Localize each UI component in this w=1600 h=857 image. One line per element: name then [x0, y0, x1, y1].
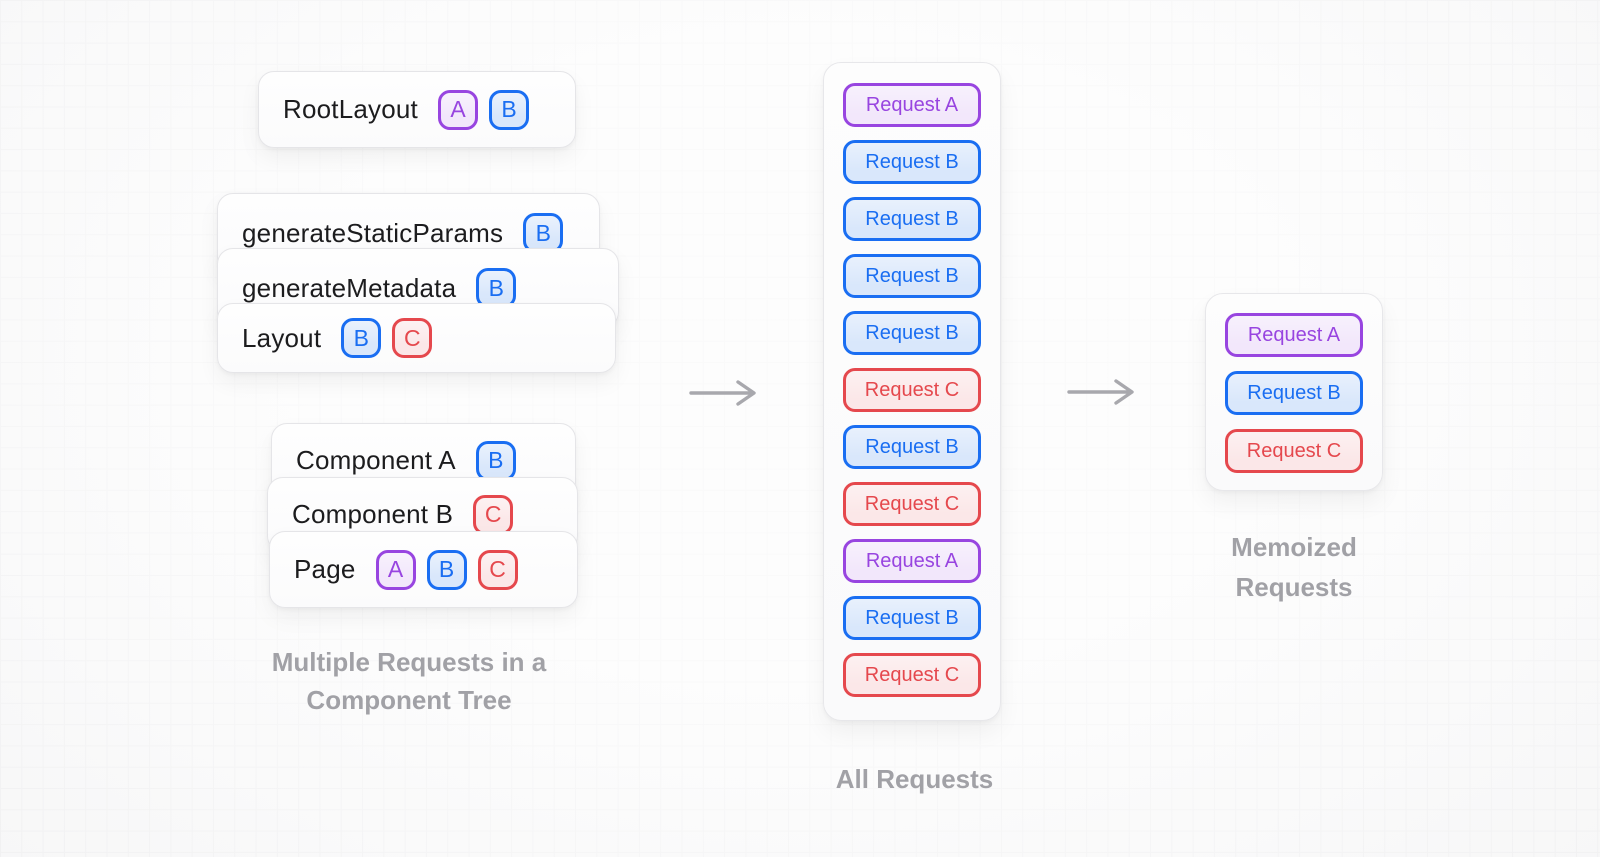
request-pill: Request A: [1225, 313, 1363, 357]
card-label: Component B: [292, 499, 454, 529]
badge-b: B: [488, 89, 529, 130]
badge-c: C: [473, 494, 514, 535]
all-requests-caption: All Requests: [835, 764, 994, 794]
badge-a: A: [437, 89, 478, 130]
request-pill: Request B: [843, 311, 981, 355]
request-pill: Request C: [843, 482, 981, 526]
component-tree-caption: Multiple Requests in a Component Tree: [271, 647, 547, 715]
memoized-requests-panel: Request A Request B Request C: [1205, 293, 1383, 491]
badge-c: C: [392, 318, 433, 358]
badge-b: B: [341, 318, 382, 358]
request-pill: Request A: [843, 539, 981, 583]
request-pill: Request C: [843, 653, 981, 697]
memoized-requests-caption: Memoized Requests: [1231, 532, 1357, 602]
request-pill: Request C: [843, 368, 981, 412]
arrow-right-icon: [689, 380, 756, 406]
badge-group: C: [473, 494, 514, 535]
request-pill: Request B: [843, 596, 981, 640]
badge-c: C: [477, 549, 518, 590]
request-pill: Request B: [1225, 371, 1363, 415]
badge-group: B: [523, 213, 564, 253]
arrow-right-icon: [1067, 379, 1134, 405]
badge-group: B: [476, 268, 517, 308]
request-pill: Request B: [843, 197, 981, 241]
card-label: Page: [294, 554, 356, 584]
request-pill: Request B: [843, 425, 981, 469]
request-pill: Request C: [1225, 429, 1363, 473]
request-pill: Request B: [843, 254, 981, 298]
all-requests-panel: Request A Request B Request B Request B Requ…: [823, 62, 1001, 721]
badge-b: B: [426, 549, 467, 590]
badge-b: B: [476, 268, 517, 308]
badge-a: A: [375, 549, 416, 590]
card-label: Component A: [296, 445, 456, 475]
card-label: Layout: [242, 322, 322, 353]
card-label: generateStaticParams: [242, 217, 504, 248]
request-pill: Request A: [843, 83, 981, 127]
request-pill: Request B: [843, 140, 981, 184]
badge-b: B: [475, 440, 516, 481]
card-label: RootLayout: [283, 94, 418, 124]
card-label: generateMetadata: [242, 272, 457, 303]
badge-group: B: [475, 440, 516, 481]
badge-b: B: [523, 213, 564, 253]
